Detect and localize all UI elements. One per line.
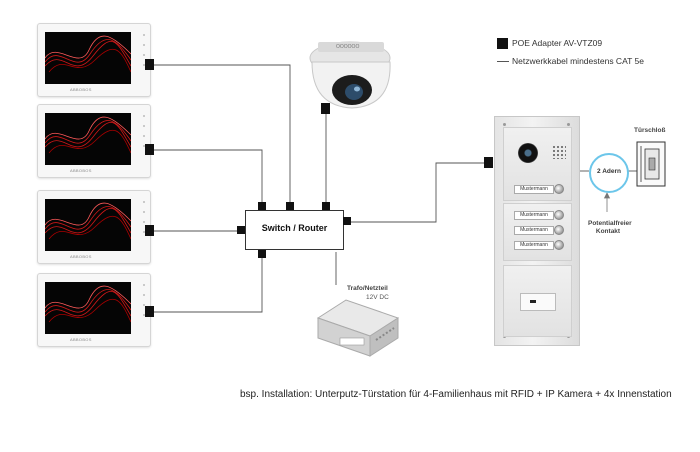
speaker-grill xyxy=(552,145,566,159)
monitor-screen xyxy=(45,199,131,251)
cable-door-station xyxy=(348,162,488,223)
screw xyxy=(567,123,570,126)
switch-port xyxy=(286,202,294,210)
camera-module: Mustermann xyxy=(503,127,572,201)
bell-button[interactable] xyxy=(554,240,564,250)
cable-monitor-4 xyxy=(153,254,263,313)
monitor-brand: ABBOBOS xyxy=(70,87,92,92)
monitor-screen xyxy=(45,282,131,334)
monitor-brand: ABBOBOS xyxy=(70,168,92,173)
indoor-monitor-2: ABBOBOS xyxy=(37,104,151,178)
switch-port xyxy=(258,202,266,210)
two-wire-badge: 2 Adern xyxy=(589,153,629,193)
door-lock-title: Türschloß xyxy=(634,127,666,134)
contact-line-2: Kontakt xyxy=(595,228,621,235)
legend-cable-label: Netzwerkkabel mindestens CAT 5e xyxy=(512,56,644,66)
indoor-monitor-3: ABBOBOS xyxy=(37,190,151,264)
power-supply-voltage: 12V DC xyxy=(366,294,389,301)
monitor-screen xyxy=(45,113,131,165)
switch-port xyxy=(322,202,330,210)
rfid-reader-icon xyxy=(520,293,556,311)
switch-port xyxy=(237,226,245,234)
poe-adapter-door-station xyxy=(484,157,493,168)
camera-brand: OOOOOO xyxy=(336,44,360,50)
poe-adapter-camera xyxy=(321,103,330,114)
bell-module: Mustermann Mustermann Mustermann xyxy=(503,203,572,261)
monitor-screen xyxy=(45,32,131,84)
legend-cable-swatch xyxy=(497,61,509,62)
legend-poe-label: POE Adapter AV-VTZ09 xyxy=(512,38,603,48)
power-supply xyxy=(316,299,400,357)
door-station: Mustermann Mustermann Mustermann Musterm… xyxy=(494,116,580,346)
monitor-buttons xyxy=(143,34,147,74)
switch-port xyxy=(258,250,266,258)
poe-adapter-monitor-1 xyxy=(145,59,154,70)
nameplate: Mustermann xyxy=(514,241,554,250)
door-lock xyxy=(636,141,666,187)
ip-camera xyxy=(309,41,391,109)
nameplate: Mustermann xyxy=(514,185,554,194)
monitor-buttons xyxy=(143,115,147,155)
poe-adapter-monitor-4 xyxy=(145,306,154,317)
poe-adapter-monitor-2 xyxy=(145,144,154,155)
bell-button[interactable] xyxy=(554,184,564,194)
monitor-brand: ABBOBOS xyxy=(70,254,92,259)
indoor-monitor-1: ABBOBOS xyxy=(37,23,151,97)
nameplate: Mustermann xyxy=(514,211,554,220)
switch-router: Switch / Router xyxy=(245,210,344,250)
nameplate: Mustermann xyxy=(514,226,554,235)
monitor-buttons xyxy=(143,284,147,324)
indoor-monitor-4: ABBOBOS xyxy=(37,273,151,347)
legend-poe-swatch xyxy=(497,38,508,49)
rfid-module xyxy=(503,265,572,337)
switch-port xyxy=(343,217,351,225)
cable-monitor-1 xyxy=(153,64,291,205)
screw xyxy=(503,123,506,126)
door-camera-icon xyxy=(518,143,538,163)
bell-button[interactable] xyxy=(554,225,564,235)
poe-adapter-monitor-3 xyxy=(145,225,154,236)
switch-label: Switch / Router xyxy=(261,223,328,233)
monitor-brand: ABBOBOS xyxy=(70,337,92,342)
cable-monitor-2 xyxy=(153,149,263,205)
diagram-caption: bsp. Installation: Unterputz-Türstation … xyxy=(240,389,672,400)
two-wire-label: 2 Adern xyxy=(597,168,621,175)
contact-line-1: Potentialfreier xyxy=(588,220,632,227)
monitor-buttons xyxy=(143,201,147,241)
bell-button[interactable] xyxy=(554,210,564,220)
power-supply-title: Trafo/Netzteil xyxy=(347,285,388,292)
